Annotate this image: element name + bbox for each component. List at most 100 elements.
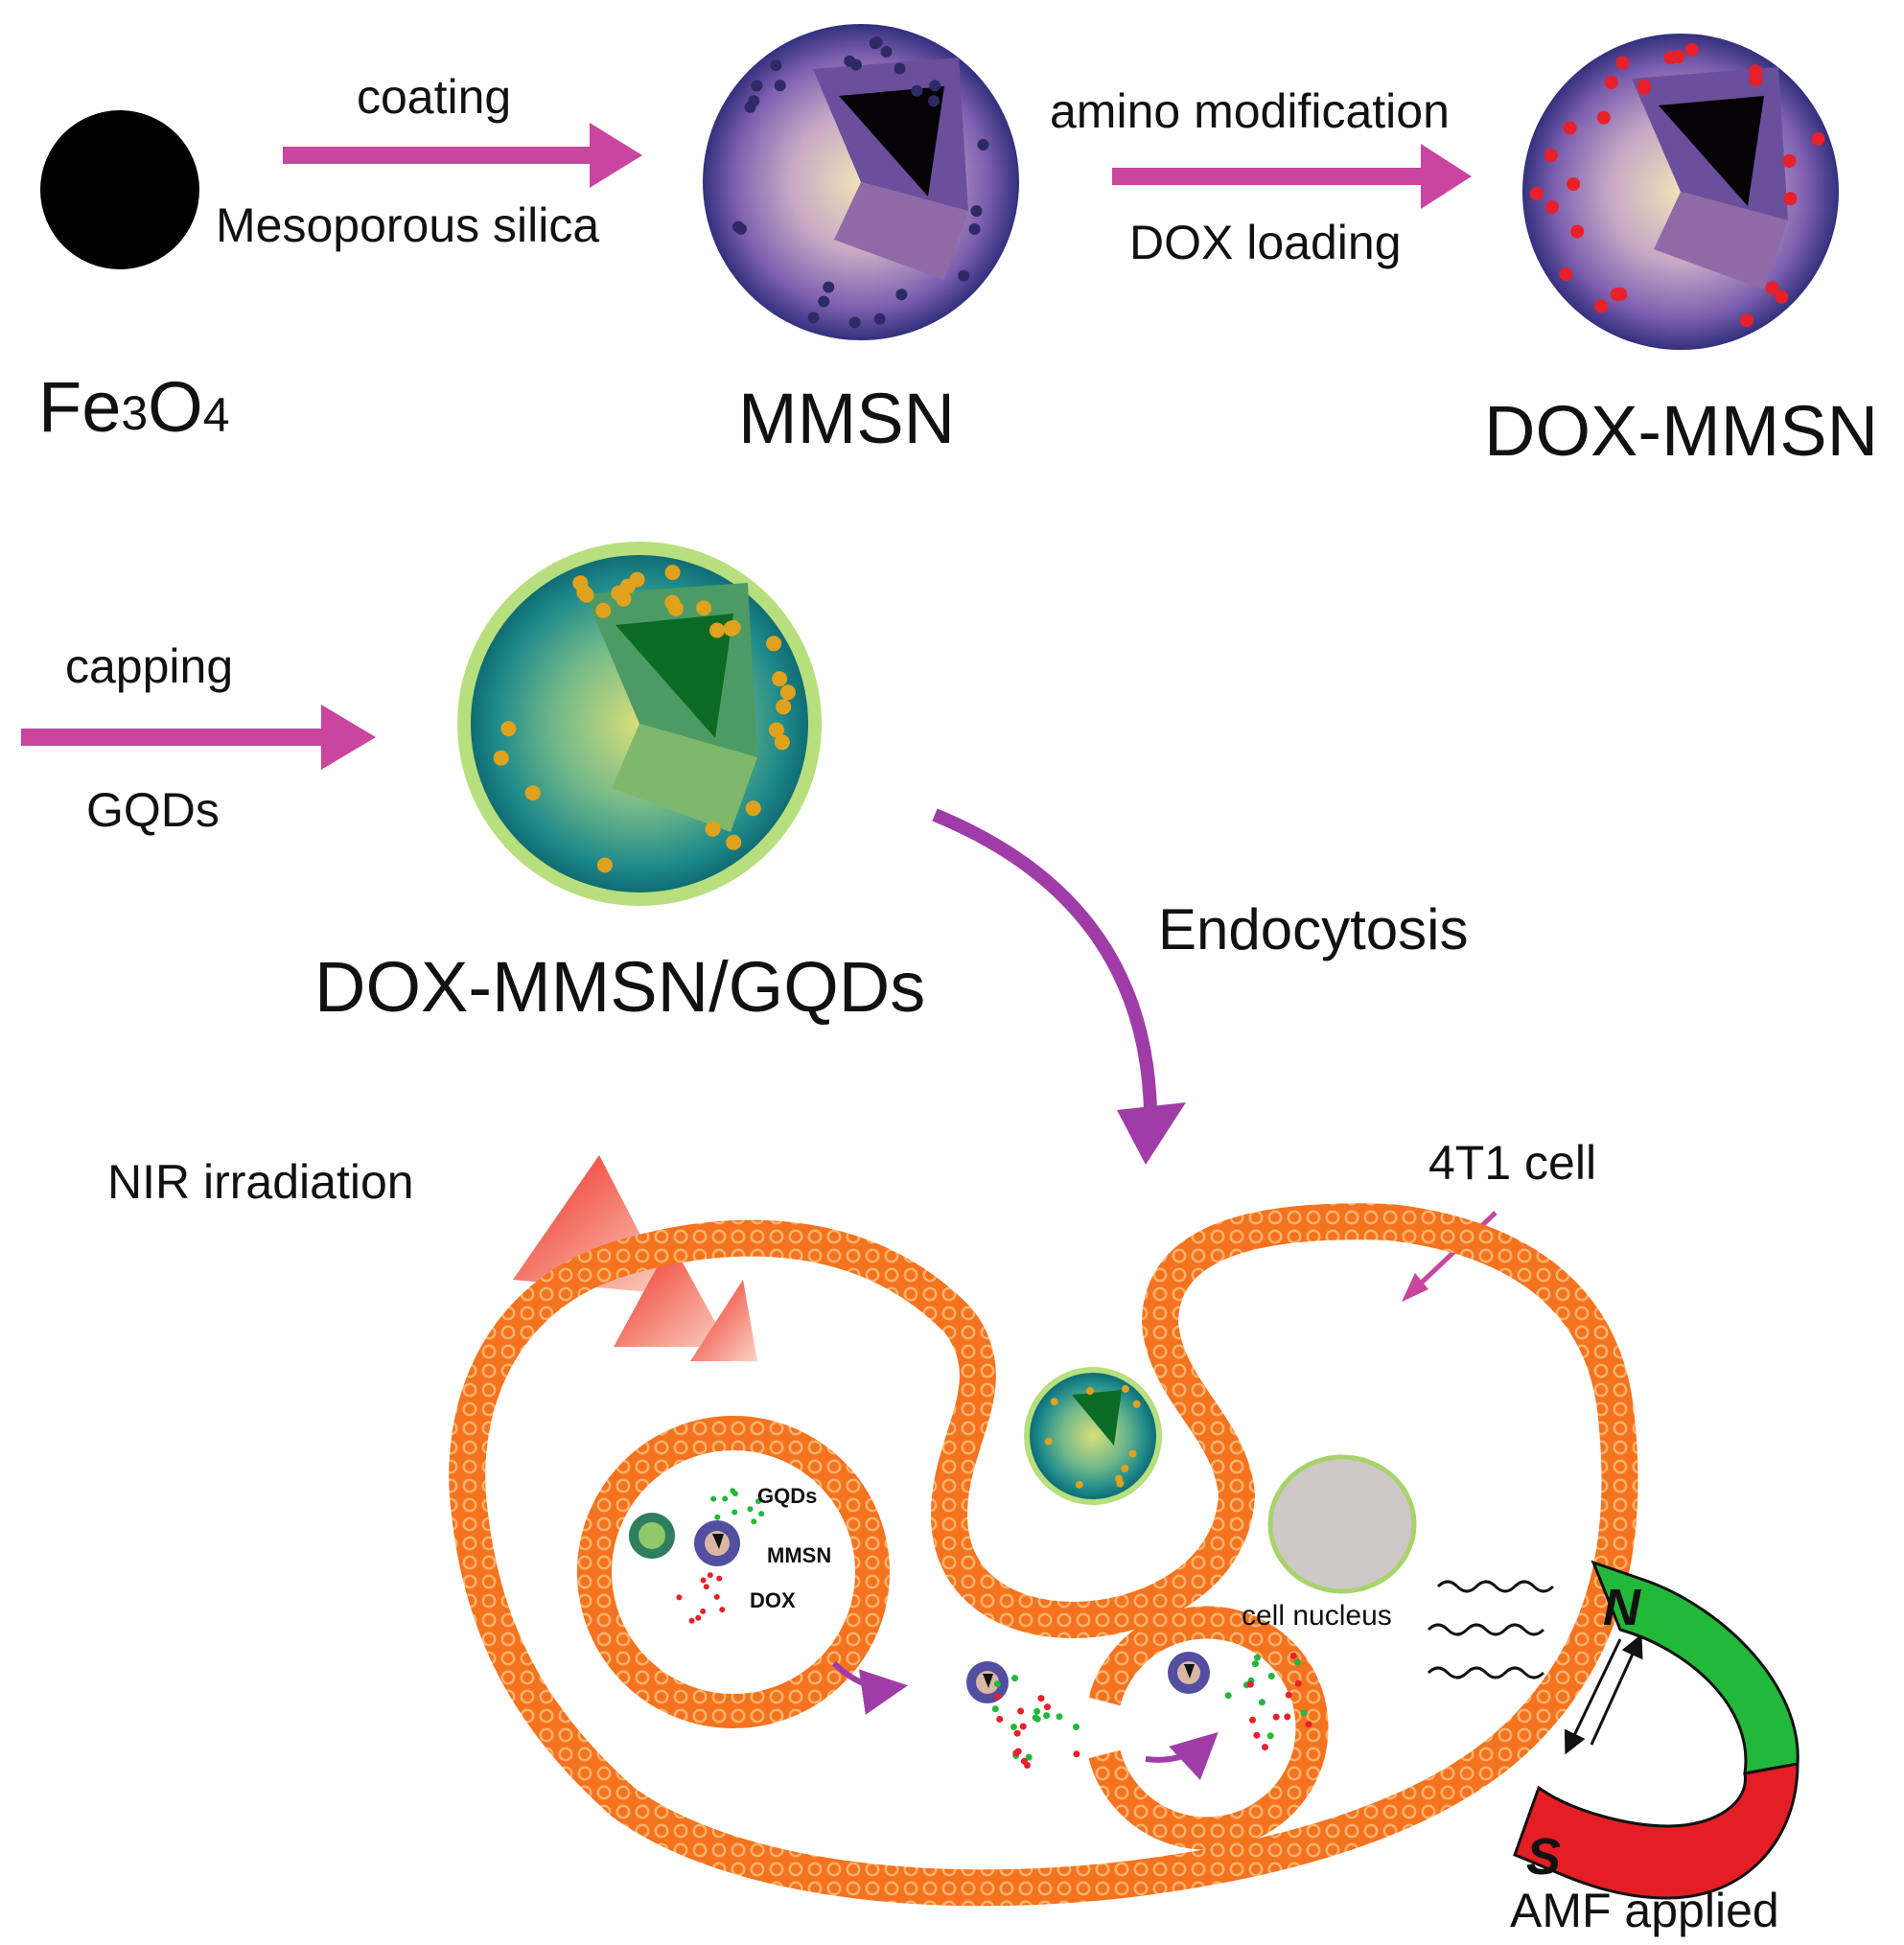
dox-dot (1037, 1695, 1045, 1702)
field-direction-arrows (1564, 1633, 1643, 1755)
gqd-cap (524, 785, 541, 801)
cell-membrane (449, 1203, 1638, 1907)
pore (977, 139, 989, 151)
gqd-dot (1032, 1714, 1039, 1722)
endosome (577, 1416, 890, 1728)
nir-irradiation-label: NIR irradiation (107, 1155, 414, 1209)
gqd-dot (1011, 1675, 1018, 1682)
gqd-cap (1085, 1387, 1094, 1396)
pore (958, 269, 970, 282)
amino-modification-label: amino modification (1050, 84, 1450, 138)
dox-molecule (1637, 79, 1651, 93)
pore (770, 59, 782, 72)
dox-molecule (1596, 110, 1611, 125)
endosome-to-lysosome-arrow (831, 1660, 908, 1715)
dox-dot (1249, 1716, 1256, 1724)
pore (850, 58, 862, 71)
endosome-gqds-label: GQDs (757, 1484, 817, 1508)
dox-dot (676, 1594, 683, 1601)
gqd-dot (1033, 1707, 1041, 1715)
dox-molecule (1775, 289, 1789, 304)
lysosome-contents (966, 1661, 1080, 1769)
dox-molecule (1604, 75, 1618, 89)
dox-dot (1262, 1744, 1268, 1751)
dox-molecule (1615, 56, 1630, 70)
dox-dot (996, 1715, 1004, 1723)
magnet-s-label: S (1526, 1828, 1561, 1886)
magnetic-field-waves (1427, 1580, 1555, 1679)
dox-molecule (1559, 267, 1573, 282)
gqd-cap (1075, 1480, 1083, 1489)
gqd-cap (774, 734, 790, 751)
fe3o4-label: Fe3O4 (38, 367, 230, 447)
dox-dot (1013, 1729, 1021, 1737)
dox-dot (716, 1575, 723, 1582)
dox-dot (1024, 1762, 1031, 1769)
gqd-cap (725, 619, 741, 636)
dox-dot (700, 1608, 707, 1614)
dox-dot (719, 1607, 726, 1613)
pore (928, 95, 940, 107)
capping-label: capping (65, 639, 233, 693)
dox-dot (994, 1693, 1002, 1701)
gqd-cap (745, 800, 761, 817)
dox-molecule (1614, 287, 1628, 301)
amf-applied-label: AMF applied (1510, 1884, 1779, 1937)
amino-modification-arrow (1112, 144, 1472, 209)
dox-dot (1017, 1707, 1025, 1715)
gqd-cap (768, 722, 784, 738)
dox-molecule (1783, 192, 1798, 206)
gqd-dot (991, 1705, 999, 1713)
gqd-dot (1300, 1709, 1308, 1717)
dox-mmsn-gqds-particle (457, 542, 822, 906)
pore (880, 45, 893, 58)
mmsn-label: MMSN (738, 379, 955, 458)
pore (751, 80, 763, 92)
dox-loading-label: DOX loading (1129, 216, 1402, 269)
dox-molecule (1740, 313, 1753, 327)
dox-dot (1044, 1703, 1051, 1711)
gqd-dot (747, 1506, 754, 1513)
dox-dot (1294, 1679, 1302, 1687)
pore (734, 222, 747, 235)
pore (895, 289, 908, 301)
dox-dot (700, 1577, 707, 1584)
gqd-cap (572, 575, 589, 591)
gqd-cap (766, 636, 782, 652)
endocytosis-label: Endocytosis (1158, 897, 1469, 961)
cell-4t1-label: 4T1 cell (1428, 1136, 1596, 1190)
gqd-dot (1267, 1673, 1275, 1679)
dox-molecule (1811, 131, 1825, 146)
gqd-cap (1050, 1398, 1058, 1406)
gqd-dot (1224, 1692, 1232, 1700)
coating-label: coating (357, 70, 511, 124)
gqd-cap (596, 857, 613, 873)
gqd-cap (779, 684, 796, 701)
dox-dot (1272, 1713, 1280, 1721)
dox-molecule (1529, 186, 1544, 200)
dox-molecule (1567, 177, 1581, 191)
dox-dot (1073, 1750, 1080, 1758)
gqd-dot (1254, 1654, 1261, 1661)
gqd-dot (1056, 1713, 1063, 1721)
gqd-dot (730, 1488, 736, 1494)
gqd-cap (1116, 1479, 1125, 1488)
gqd-cap (500, 721, 517, 737)
gqd-cap (776, 699, 792, 715)
pore (911, 84, 923, 97)
gqd-dot (714, 1514, 721, 1520)
pore (894, 62, 906, 75)
gqd-cap (1121, 1384, 1129, 1393)
dox-molecule (1544, 199, 1559, 214)
gqd-cap (726, 834, 742, 850)
dox-mmsn-gqds-label: DOX-MMSN/GQDs (314, 947, 925, 1027)
endosome-mmsn-label: MMSN (767, 1543, 831, 1567)
dox-molecule (1544, 149, 1558, 162)
gqd-cap (1044, 1437, 1053, 1446)
gqd-dot (1073, 1724, 1080, 1730)
dox-mmsn-particle (1522, 34, 1839, 350)
pore (823, 281, 835, 293)
dox-mmsn-label: DOX-MMSN (1484, 391, 1878, 471)
gqd-dot (758, 1511, 765, 1517)
